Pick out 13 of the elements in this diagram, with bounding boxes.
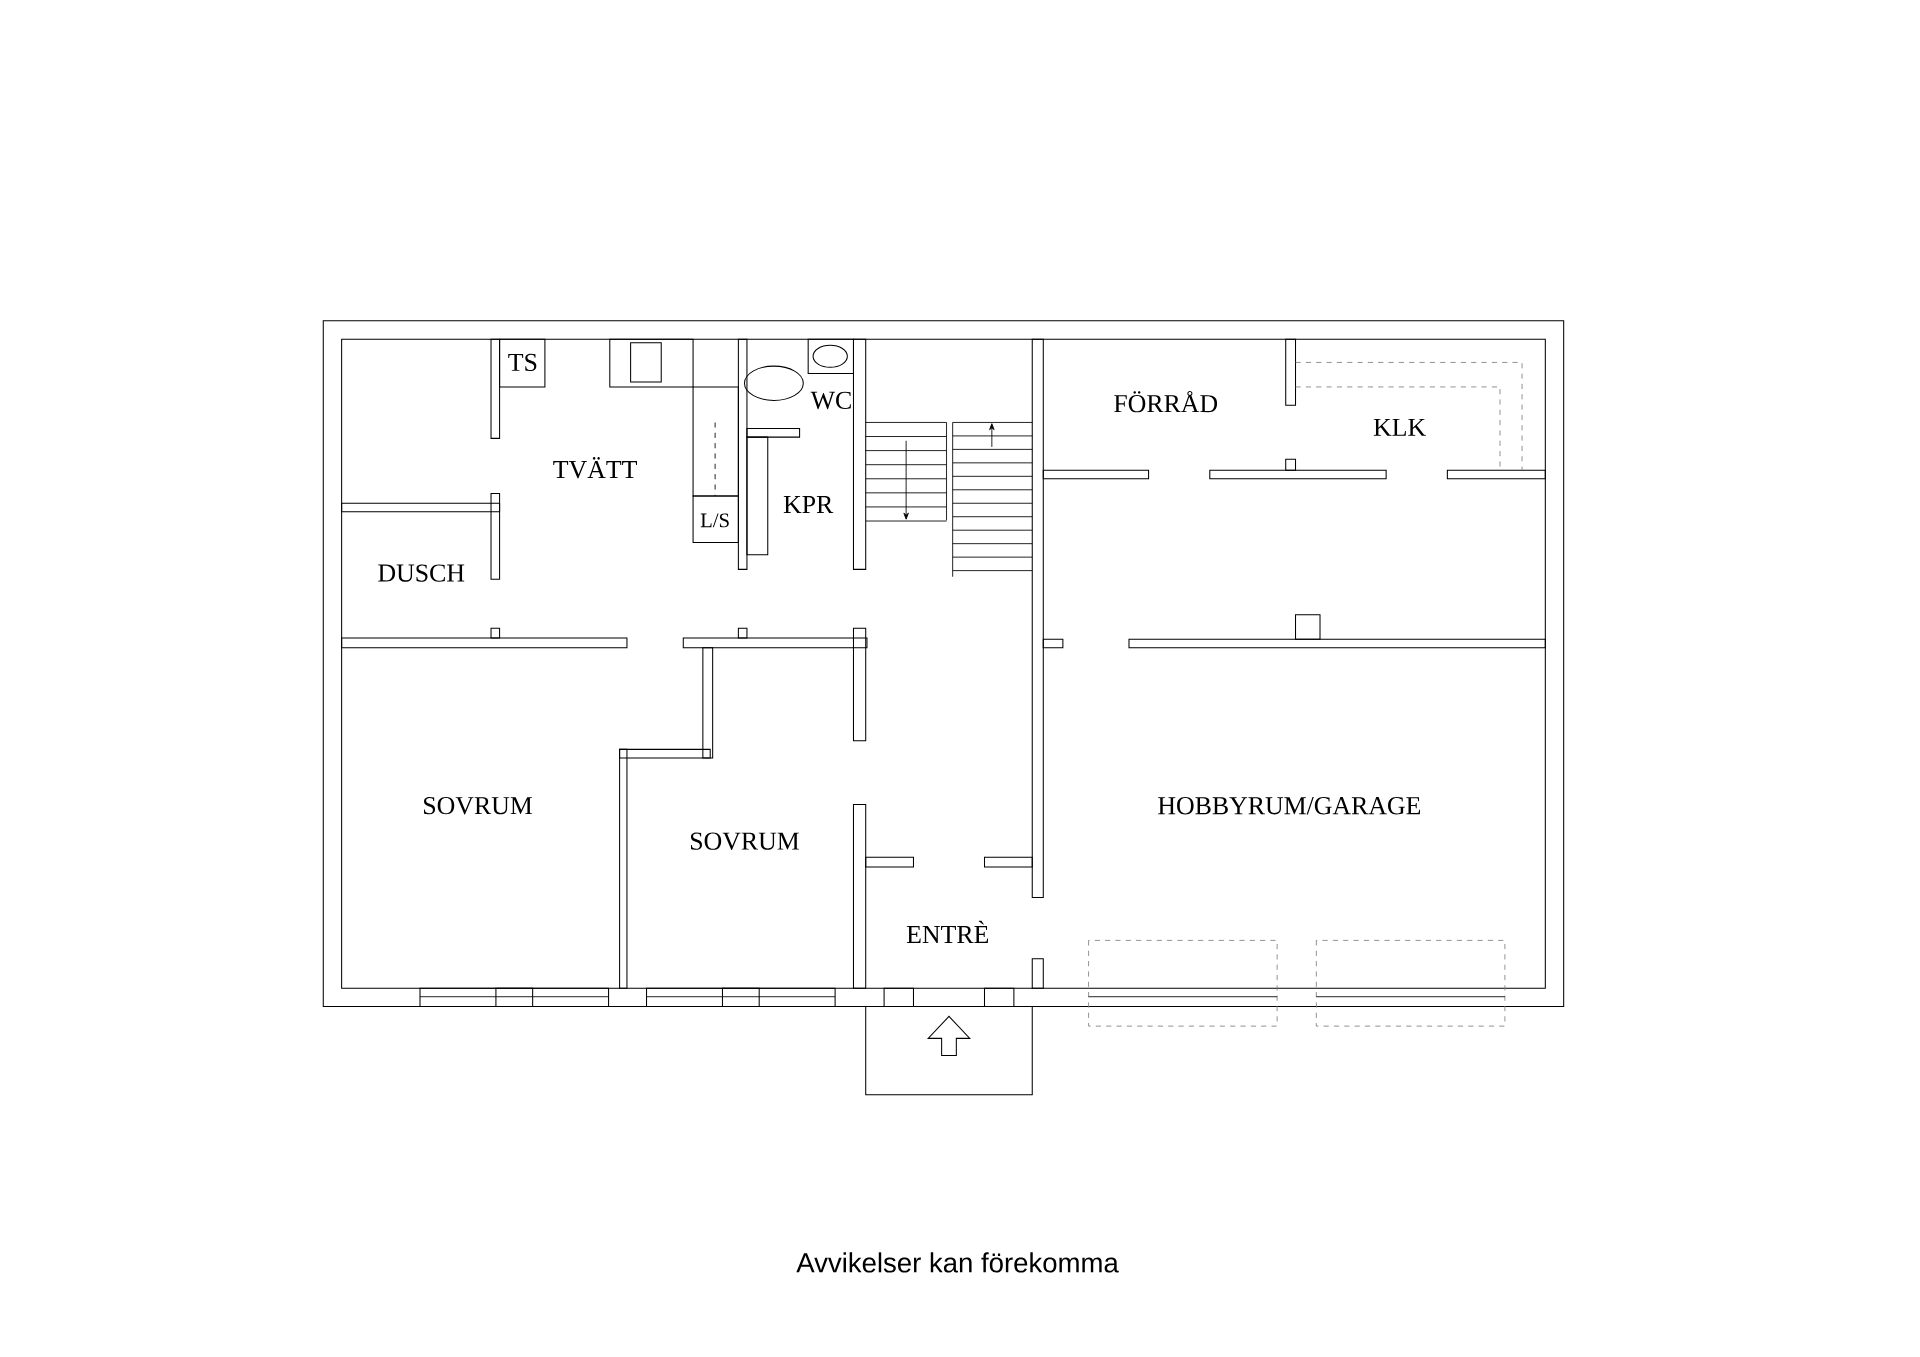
room-label: TVÄTT: [553, 457, 637, 479]
room-label: HOBBYRUM/GARAGE: [1158, 797, 1421, 815]
room-label: SOVRUM: [424, 797, 533, 815]
room-label: TS: [508, 353, 537, 372]
room-label: ENTRÈ: [906, 920, 989, 944]
room-label: L/S: [700, 513, 729, 528]
room-label: KPR: [783, 496, 834, 514]
caption: Avvikelser kan förekomma: [796, 1252, 1119, 1273]
room-label: FÖRRÅD: [1114, 391, 1218, 413]
room-label: DUSCH: [378, 564, 465, 582]
room-label: SOVRUM: [690, 832, 799, 851]
room-label: KLK: [1373, 419, 1426, 436]
room-label: WC: [810, 391, 851, 410]
